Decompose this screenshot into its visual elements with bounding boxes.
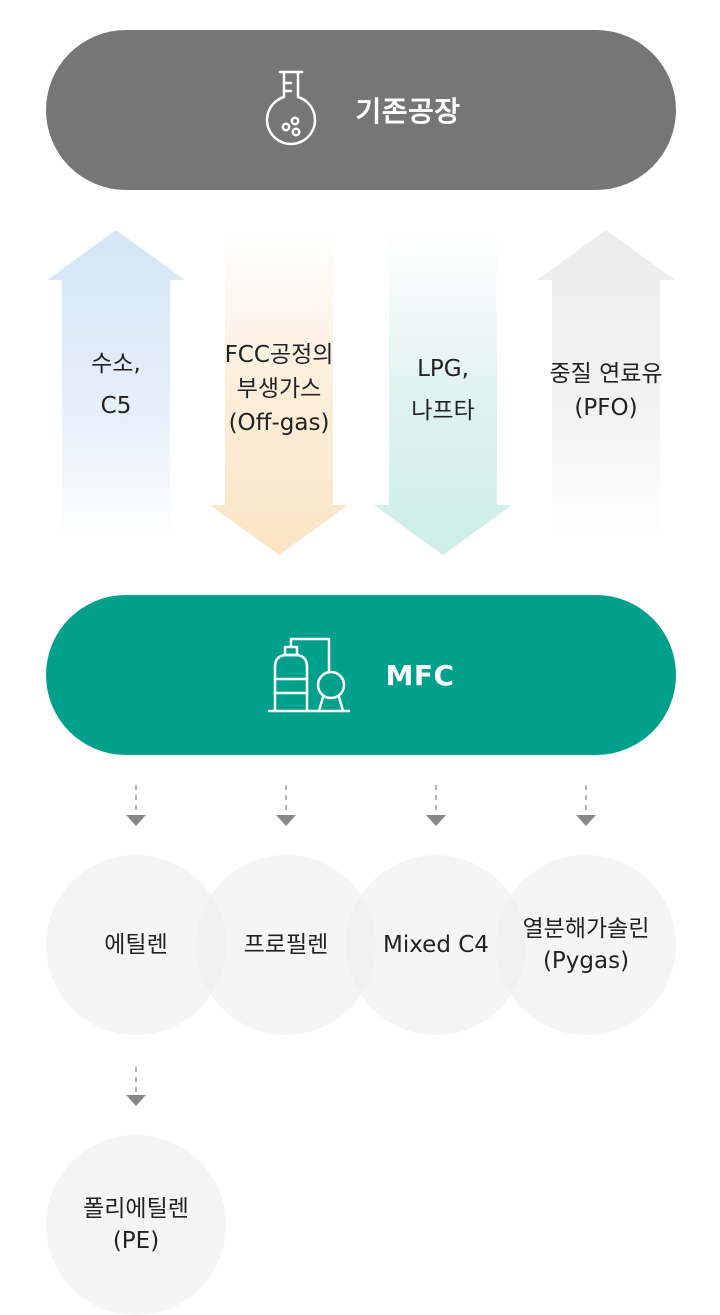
product-pygas: 열분해가솔린(Pygas) <box>496 855 676 1035</box>
flask-icon <box>261 69 321 151</box>
connector-arrowhead <box>126 815 146 826</box>
flow-label-lpg-naphtha: LPG, 나프타 <box>411 356 475 424</box>
mfc-node: MFC <box>46 595 676 755</box>
connector-arrowhead <box>276 815 296 826</box>
plant-tanks-icon <box>267 635 351 715</box>
mfc-label: MFC <box>385 658 455 692</box>
connector-arrowhead <box>426 815 446 826</box>
product-polyethylene: 폴리에틸렌(PE) <box>46 1135 226 1315</box>
flow-label-hydrogen-c5: 수소, C5 <box>91 351 141 419</box>
existing-plant-node: 기존공장 <box>46 30 676 190</box>
connector-arrowhead <box>126 1095 146 1106</box>
existing-plant-label: 기존공장 <box>355 95 461 128</box>
connector-arrowhead <box>576 815 596 826</box>
flow-label-offgas: FCC공정의 부생가스 (Off-gas) <box>224 342 334 436</box>
flow-label-pfo: 중질 연료유 (PFO) <box>549 361 663 421</box>
